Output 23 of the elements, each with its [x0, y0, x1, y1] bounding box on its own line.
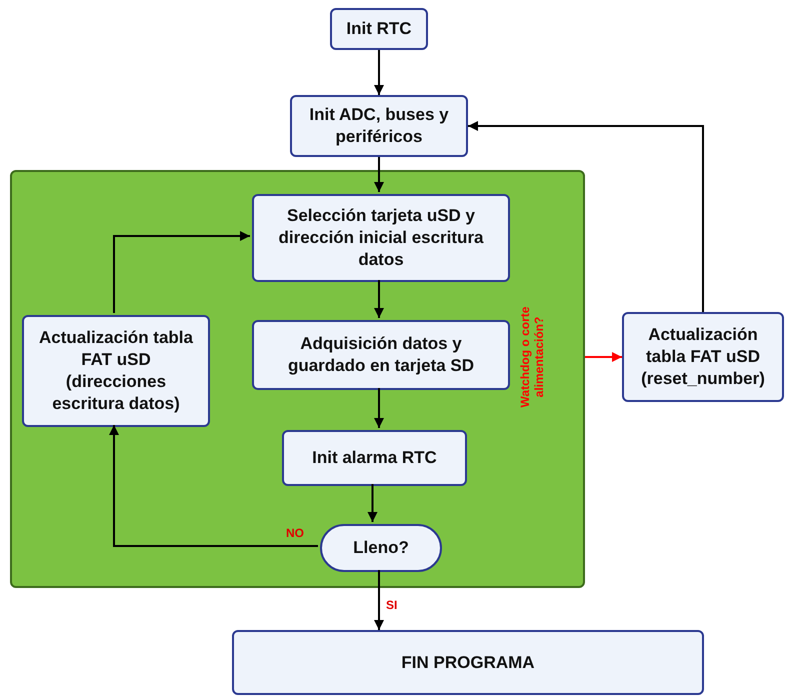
arrow	[585, 352, 622, 362]
arrow	[468, 121, 704, 312]
process-box: FIN PROGRAMA	[232, 630, 704, 695]
group-panel	[10, 170, 585, 588]
edge-label: Watchdog o corte alimentación?	[518, 306, 546, 410]
arrow	[109, 425, 318, 547]
arrow	[374, 388, 384, 428]
process-box: Selección tarjeta uSD y dirección inicial escritura datos	[252, 194, 510, 282]
arrow	[113, 231, 250, 313]
arrow	[374, 570, 384, 630]
decision-terminal: Lleno?	[320, 524, 442, 572]
arrow	[374, 50, 384, 95]
arrow	[374, 280, 384, 318]
process-box: Actualización tabla FAT uSD (reset_number)	[622, 312, 784, 402]
process-box: Actualización tabla FAT uSD (direcciones escritura datos)	[22, 315, 210, 427]
process-box: Init RTC	[330, 8, 428, 50]
process-box: Init ADC, buses y periféricos	[290, 95, 468, 157]
arrow	[374, 157, 384, 192]
process-box: Adquisición datos y guardado en tarjeta SD	[252, 320, 510, 390]
edge-label: SI	[386, 598, 398, 612]
process-box: Init alarma RTC	[282, 430, 467, 486]
edge-label: NO	[286, 526, 304, 540]
arrow	[368, 484, 378, 522]
